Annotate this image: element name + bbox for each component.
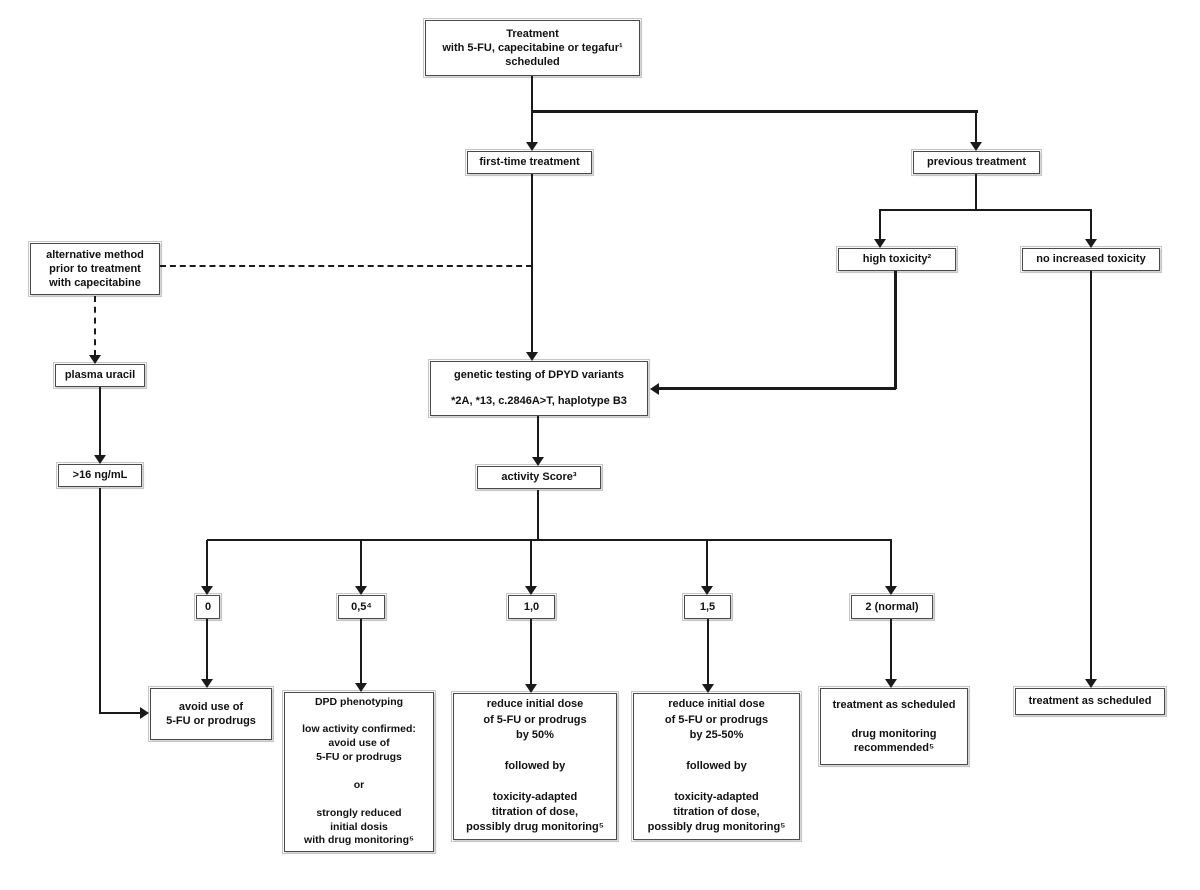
- node-score-1-0: 1,0: [506, 593, 557, 621]
- node-reduce-dose-50: reduce initial dose of 5-FU or prodrugs …: [451, 691, 619, 842]
- connector-dashed-line: [160, 265, 532, 267]
- connector-line: [532, 110, 978, 113]
- arrowhead-d: [201, 679, 213, 688]
- node-treatment-as-scheduled: treatment as scheduled: [1013, 686, 1167, 717]
- node-first-time-treatment: first-time treatment: [465, 149, 594, 176]
- connector-line: [99, 712, 143, 714]
- connector-line: [975, 110, 977, 146]
- node-no-increased-toxicity: no increased toxicity: [1020, 246, 1162, 273]
- connector-line: [530, 619, 532, 686]
- node-treatment-scheduled: Treatment with 5-FU, capecitabine or teg…: [423, 18, 642, 78]
- arrowhead-r: [140, 707, 149, 719]
- connector-line: [206, 540, 208, 590]
- connector-line: [531, 174, 533, 356]
- connector-line: [706, 540, 708, 590]
- connector-line: [99, 387, 101, 457]
- connector-line: [1090, 271, 1092, 683]
- connector-line: [207, 539, 892, 541]
- arrowhead-d: [970, 142, 982, 151]
- arrowhead-l: [650, 383, 659, 395]
- connector-line: [360, 619, 362, 685]
- connector-line: [206, 619, 208, 681]
- arrowhead-d: [525, 586, 537, 595]
- arrowhead-d: [885, 586, 897, 595]
- node-high-toxicity: high toxicity²: [836, 246, 958, 273]
- arrowhead-d: [94, 455, 106, 464]
- connector-line: [360, 540, 362, 590]
- connector-line: [879, 209, 881, 243]
- connector-line: [890, 619, 892, 681]
- node-uracil-threshold: >16 ng/mL: [56, 462, 144, 489]
- arrowhead-d: [525, 684, 537, 693]
- connector-line: [975, 174, 977, 210]
- arrowhead-d: [701, 586, 713, 595]
- node-previous-treatment: previous treatment: [911, 149, 1042, 176]
- connector-dashed-line: [94, 296, 96, 356]
- connector-line: [879, 209, 1092, 211]
- arrowhead-d: [526, 352, 538, 361]
- arrowhead-d: [874, 239, 886, 248]
- arrowhead-d: [89, 355, 101, 364]
- arrowhead-d: [702, 684, 714, 693]
- node-activity-score: activity Score³: [475, 464, 603, 491]
- arrowhead-d: [532, 457, 544, 466]
- node-reduce-dose-25-50: reduce initial dose of 5-FU or prodrugs …: [631, 691, 802, 842]
- node-score-0-5: 0,5⁴: [336, 593, 387, 621]
- node-genetic-testing-dpyd: genetic testing of DPYD variants *2A, *1…: [428, 359, 650, 418]
- node-score-1-5: 1,5: [682, 593, 733, 621]
- connector-line: [537, 490, 539, 540]
- arrowhead-d: [885, 679, 897, 688]
- connector-line: [890, 540, 892, 590]
- node-score-2-normal: 2 (normal): [849, 593, 935, 621]
- node-avoid-use: avoid use of 5-FU or prodrugs: [148, 686, 274, 742]
- connector-line: [530, 540, 532, 590]
- node-treatment-scheduled-monitoring: treatment as scheduled drug monitoring r…: [818, 686, 970, 767]
- node-plasma-uracil: plasma uracil: [53, 362, 147, 389]
- connector-line: [894, 271, 897, 389]
- node-dpd-phenotyping: DPD phenotyping low activity confirmed: …: [282, 690, 436, 854]
- node-alternative-method: alternative method prior to treatment wi…: [28, 241, 162, 297]
- arrowhead-d: [201, 586, 213, 595]
- arrowhead-d: [1085, 239, 1097, 248]
- connector-line: [99, 488, 101, 714]
- arrowhead-d: [526, 142, 538, 151]
- arrowhead-d: [355, 683, 367, 692]
- connector-line: [655, 387, 896, 390]
- node-score-0: 0: [194, 593, 222, 621]
- connector-line: [537, 416, 539, 460]
- connector-line: [707, 619, 709, 686]
- arrowhead-d: [355, 586, 367, 595]
- connector-line: [1090, 209, 1092, 243]
- arrowhead-d: [1085, 679, 1097, 688]
